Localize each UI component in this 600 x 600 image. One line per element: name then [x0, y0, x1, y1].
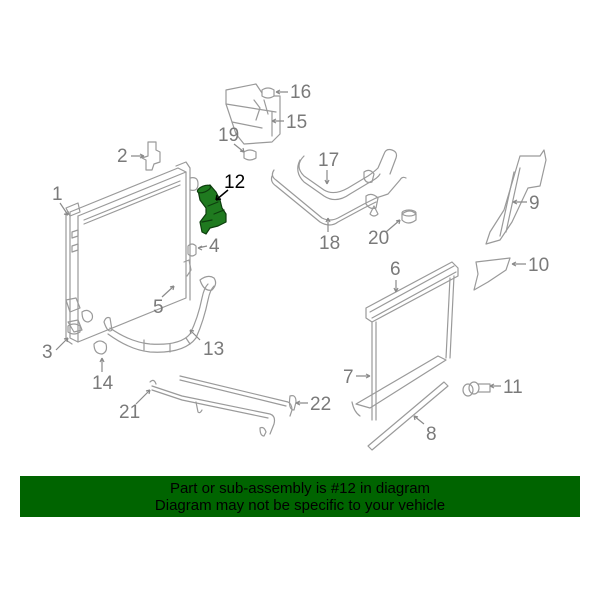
heater-hose-return-part[interactable] [270, 169, 407, 226]
svg-text:10: 10 [528, 255, 549, 276]
fan-shroud-part[interactable] [351, 261, 459, 421]
radiator-upper-hose-part[interactable] [196, 184, 227, 235]
svg-text:3: 3 [42, 342, 53, 363]
callout-12: 12 [215, 172, 245, 201]
hose-clamp-part-20[interactable] [401, 209, 417, 224]
hose-clamp-part-19[interactable] [243, 149, 257, 161]
callout-19: 19 [218, 125, 245, 153]
callout-22: 22 [295, 394, 331, 415]
hose-clamp-part-14[interactable] [93, 340, 108, 355]
svg-text:4: 4 [209, 236, 220, 257]
radiator-part[interactable] [65, 161, 199, 345]
callout-20: 20 [368, 219, 401, 249]
callout-4: 4 [197, 236, 220, 257]
svg-text:1: 1 [52, 184, 63, 205]
reservoir-cap-part[interactable] [261, 87, 275, 99]
callout-1: 1 [52, 184, 69, 216]
svg-text:5: 5 [153, 297, 164, 318]
callout-21: 21 [119, 389, 151, 423]
svg-text:17: 17 [318, 150, 339, 171]
callout-6: 6 [390, 259, 401, 293]
callout-13: 13 [189, 329, 224, 360]
svg-text:14: 14 [92, 373, 114, 394]
transmission-cooler-line-part[interactable] [149, 375, 297, 437]
side-air-deflector-part[interactable] [485, 149, 547, 245]
svg-text:7: 7 [343, 367, 354, 388]
svg-text:8: 8 [426, 424, 437, 445]
svg-text:18: 18 [319, 233, 340, 254]
svg-text:13: 13 [203, 339, 224, 360]
callout-15: 15 [271, 112, 307, 133]
hose-clamp-part-4[interactable] [187, 243, 197, 257]
callout-9: 9 [512, 193, 540, 214]
svg-text:6: 6 [390, 259, 401, 280]
callout-11: 11 [489, 377, 523, 398]
callout-14: 14 [92, 357, 114, 394]
svg-text:22: 22 [310, 394, 331, 415]
svg-text:11: 11 [503, 377, 523, 398]
svg-text:9: 9 [529, 193, 540, 214]
callout-2: 2 [117, 146, 145, 167]
callout-17: 17 [318, 150, 339, 185]
banner-line-disclaimer: Diagram may not be specific to your vehi… [154, 497, 446, 514]
callout-7: 7 [343, 367, 371, 388]
banner-line-part-number: Part or sub-assembly is #12 in diagram [169, 480, 431, 497]
callout-18: 18 [319, 217, 340, 254]
radiator-lower-hose-part[interactable] [103, 275, 217, 353]
svg-text:15: 15 [286, 112, 307, 133]
callout-5: 5 [153, 285, 175, 318]
svg-text:21: 21 [119, 402, 140, 423]
callout-3: 3 [42, 337, 69, 363]
radiator-upper-bracket-part[interactable] [141, 141, 161, 171]
svg-text:16: 16 [290, 82, 311, 103]
callout-8: 8 [413, 415, 437, 445]
air-seal-part[interactable] [367, 381, 449, 451]
svg-text:12: 12 [224, 172, 245, 193]
svg-text:20: 20 [368, 228, 389, 249]
coolant-reservoir-part[interactable] [225, 83, 281, 145]
lower-air-deflector-part[interactable] [473, 257, 511, 291]
highlight-notice-banner: Part or sub-assembly is #12 in diagram D… [20, 476, 580, 517]
drain-cock-part[interactable] [67, 323, 81, 335]
heater-hose-supply-part[interactable] [297, 148, 398, 201]
svg-text:19: 19 [218, 125, 239, 146]
callout-10: 10 [511, 255, 549, 276]
push-pin-retainer-part[interactable] [462, 381, 491, 397]
callout-16: 16 [275, 82, 311, 103]
svg-text:2: 2 [117, 146, 128, 167]
